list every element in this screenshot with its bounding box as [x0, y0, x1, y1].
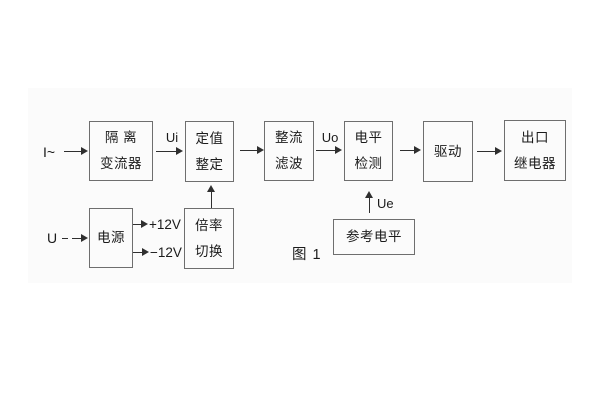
arrow-shaft	[64, 151, 82, 152]
block-label-line: 电源	[97, 230, 125, 245]
arrow-rectifier-to-level	[316, 146, 342, 155]
block-label-line: 变流器	[100, 156, 142, 171]
block-label-line: 电平	[354, 130, 383, 145]
block-label-line: 倍率	[195, 217, 223, 233]
figure-panel	[28, 88, 572, 283]
label-minus-12v: −12V	[150, 245, 182, 260]
arrow-reference-to-level	[365, 191, 374, 213]
arrow-head	[365, 191, 373, 198]
block-label-line: 驱动	[434, 143, 462, 159]
arrow-drive-to-relay	[477, 147, 502, 156]
label-signal-ue: Ue	[377, 196, 394, 211]
arrow-shaft	[400, 150, 415, 151]
block-isolation-transformer: 隔 离 变流器	[89, 121, 153, 181]
label-signal-ui: Ui	[165, 130, 179, 145]
arrow-input-current	[64, 147, 88, 156]
block-label-line: 隔 离	[104, 130, 138, 145]
block-label-line: 滤波	[275, 156, 303, 171]
block-ratio-switch: 倍率 切换	[184, 208, 234, 269]
arrow-level-to-drive	[400, 146, 421, 155]
arrow-setpoint-to-rectifier	[240, 146, 264, 155]
arrow-head	[257, 146, 264, 154]
arrow-shaft	[133, 252, 143, 253]
arrow-head	[414, 146, 421, 154]
arrow-shaft	[316, 150, 336, 151]
figure-caption: 图 1	[292, 247, 322, 263]
arrow-dash	[62, 238, 68, 239]
arrow-isolation-to-setpoint	[156, 147, 183, 156]
block-drive: 驱动	[423, 121, 473, 182]
label-input-voltage: U	[47, 230, 58, 246]
block-label-line: 整流	[275, 130, 303, 145]
block-power-supply: 电源	[89, 208, 133, 268]
label-input-current: I~	[43, 144, 56, 160]
arrow-shaft	[211, 191, 212, 208]
arrow-shaft	[156, 151, 177, 152]
block-rectify-filter: 整流 滤波	[264, 121, 314, 181]
arrow-shaft	[369, 197, 370, 213]
label-signal-uo: Uo	[321, 130, 339, 145]
arrow-shaft	[477, 151, 496, 152]
arrow-head	[207, 185, 215, 192]
arrow-ratio-to-setpoint	[207, 185, 216, 208]
block-label-line: 参考电平	[346, 229, 402, 244]
block-label-line: 出口	[521, 129, 549, 145]
block-setpoint-adjust: 定值 整定	[185, 121, 234, 182]
block-label-line: 继电器	[514, 155, 556, 171]
block-label-line: 切换	[195, 243, 223, 259]
block-label-line: 检测	[354, 156, 383, 171]
arrow-minus-12v	[133, 248, 149, 257]
arrow-head	[141, 220, 148, 228]
block-output-relay: 出口 继电器	[504, 120, 566, 181]
arrow-plus-12v	[133, 220, 148, 229]
block-reference-level: 参考电平	[333, 219, 415, 255]
arrow-shaft	[133, 224, 142, 225]
label-plus-12v: +12V	[149, 217, 181, 232]
arrow-head	[176, 147, 183, 155]
arrow-head	[81, 147, 88, 155]
block-label-line: 整定	[195, 156, 224, 172]
arrow-shaft	[240, 150, 258, 151]
arrow-head	[335, 146, 342, 154]
arrow-head	[142, 248, 149, 256]
arrow-shaft	[72, 238, 82, 239]
block-level-detect: 电平 检测	[344, 121, 393, 181]
arrow-head	[81, 234, 88, 242]
arrow-head	[495, 147, 502, 155]
arrow-input-voltage	[62, 234, 88, 243]
block-label-line: 定值	[195, 130, 224, 146]
